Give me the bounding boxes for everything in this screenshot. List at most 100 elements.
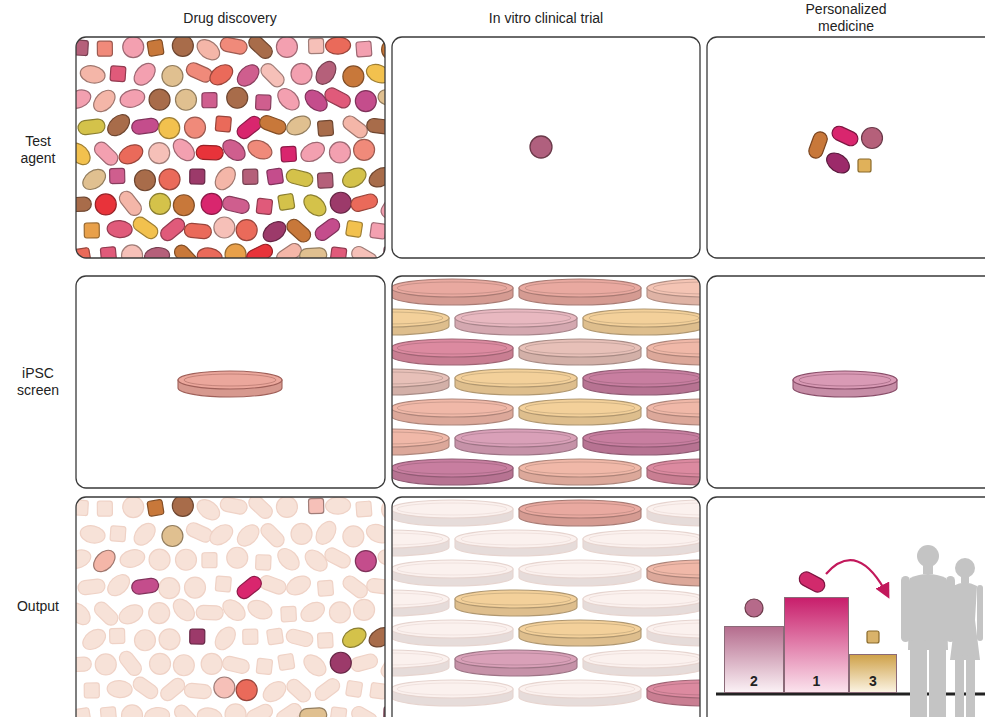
faded-pill [219,497,248,515]
illustration-part [653,503,700,515]
faded-pill [243,629,258,644]
pill [225,244,246,258]
panel-frame [76,276,385,488]
faded-pill [317,633,333,649]
pill [233,61,263,91]
hit-dish [455,650,577,676]
illustration-part [392,530,449,548]
faded-pill [325,497,351,515]
illustration-part [392,653,443,665]
faded-pill [221,655,250,675]
rank-number: 2 [750,673,758,692]
culture-dish [455,369,577,395]
pill [206,61,236,89]
panel-frame [76,497,385,717]
faded-dish [519,680,641,706]
pill [349,192,379,213]
illustration-part [519,620,641,638]
faded-dish [647,500,700,526]
pill [76,197,92,212]
pill [184,117,205,138]
hit-pill [339,624,369,651]
panel-content [76,497,385,717]
illustration-part [908,574,948,650]
pill [158,215,188,243]
illustration-part [392,312,443,324]
pill [354,139,375,160]
hit-dish [647,560,700,586]
pill [92,139,121,168]
panel-content [392,279,700,485]
pill [317,120,333,136]
pill [144,246,171,258]
pill [134,170,155,191]
pill [330,247,347,258]
pill [823,149,853,177]
illustration-part [950,583,980,661]
faded-pill [267,628,284,645]
illustration-part [392,432,443,444]
illustration-part [525,683,635,695]
faded-pill [76,707,91,717]
illustration-part [583,369,700,387]
pill [173,195,194,216]
illustration-part [392,279,513,297]
pill [76,247,91,258]
faded-pill [378,650,385,680]
pill [221,195,250,215]
faded-pill [227,547,248,568]
pill [349,244,379,258]
culture-dish [392,429,449,455]
illustration-part [966,655,975,717]
pill [284,216,313,244]
faded-pill [79,625,109,653]
pill [172,37,193,56]
panel-content [716,545,985,717]
pill [110,66,126,82]
pill [76,139,94,169]
pill [308,38,323,53]
faded-pill [219,596,249,625]
row-header: Test agent [6,133,70,167]
illustration-part [392,399,513,417]
illustration-part [653,683,700,695]
illustration-part [647,339,700,357]
pill [285,168,315,188]
faded-pill [107,680,133,699]
rank-number: 3 [869,673,877,692]
pill [281,146,297,162]
faded-pill [123,497,144,518]
panel-frames [76,37,985,717]
illustration-part [178,371,282,389]
faded-dish [647,620,700,646]
culture-dish [519,279,641,305]
hit-pill [214,677,235,698]
faded-pill [95,654,116,675]
hit-dish [647,680,700,706]
panel-frame [707,37,985,258]
faded-pill [130,674,160,701]
faded-pill [169,595,198,625]
illustration-part [653,282,700,294]
culture-dish [392,309,449,335]
culture-dish [455,309,577,335]
hit-pill [308,498,323,513]
faded-pill [173,655,194,676]
faded-pill [284,572,314,598]
illustration-part [647,500,700,518]
illustration-part [397,402,507,414]
faded-pill [211,623,239,653]
illustration-part [653,402,700,414]
pill [343,66,364,87]
pill [190,169,205,184]
culture-dish [455,429,577,455]
pill [258,114,288,136]
illustration-part [910,640,927,717]
pill [276,37,297,57]
pill [830,124,860,148]
illustration-part [653,342,700,354]
pill [159,169,180,190]
faded-pill [158,675,188,703]
rank-number: 1 [813,673,821,692]
rank-bar: 2 [724,626,784,693]
